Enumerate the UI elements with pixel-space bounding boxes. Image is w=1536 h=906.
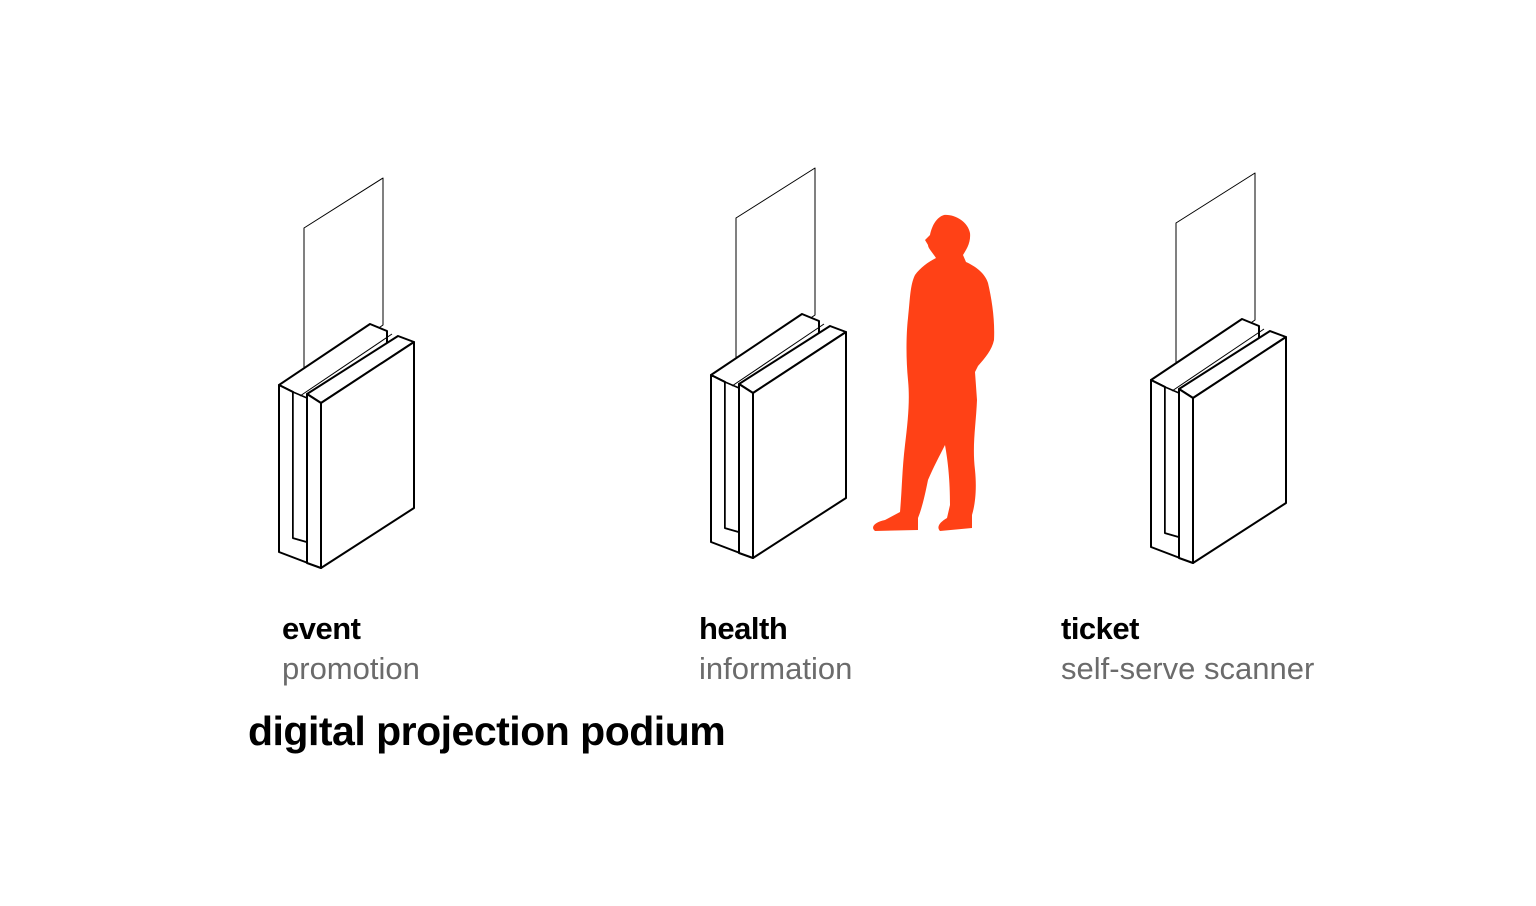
podium-ticket (1150, 172, 1287, 564)
podium-subtitle: information (699, 651, 853, 686)
podium-health (710, 167, 847, 559)
diagram-caption: digital projection podium (248, 708, 726, 754)
podium-title: health (699, 611, 788, 646)
podium-subtitle: promotion (282, 651, 420, 686)
person-silhouette-icon (873, 214, 995, 532)
podium-title: ticket (1061, 611, 1139, 646)
podium-label-health: health information (699, 613, 852, 684)
podium-title: event (282, 611, 361, 646)
podium-label-ticket: ticket self-serve scanner (1061, 613, 1314, 684)
podium-label-event: event promotion (282, 613, 420, 684)
podium-subtitle: self-serve scanner (1061, 651, 1315, 686)
podium-event (278, 177, 415, 569)
